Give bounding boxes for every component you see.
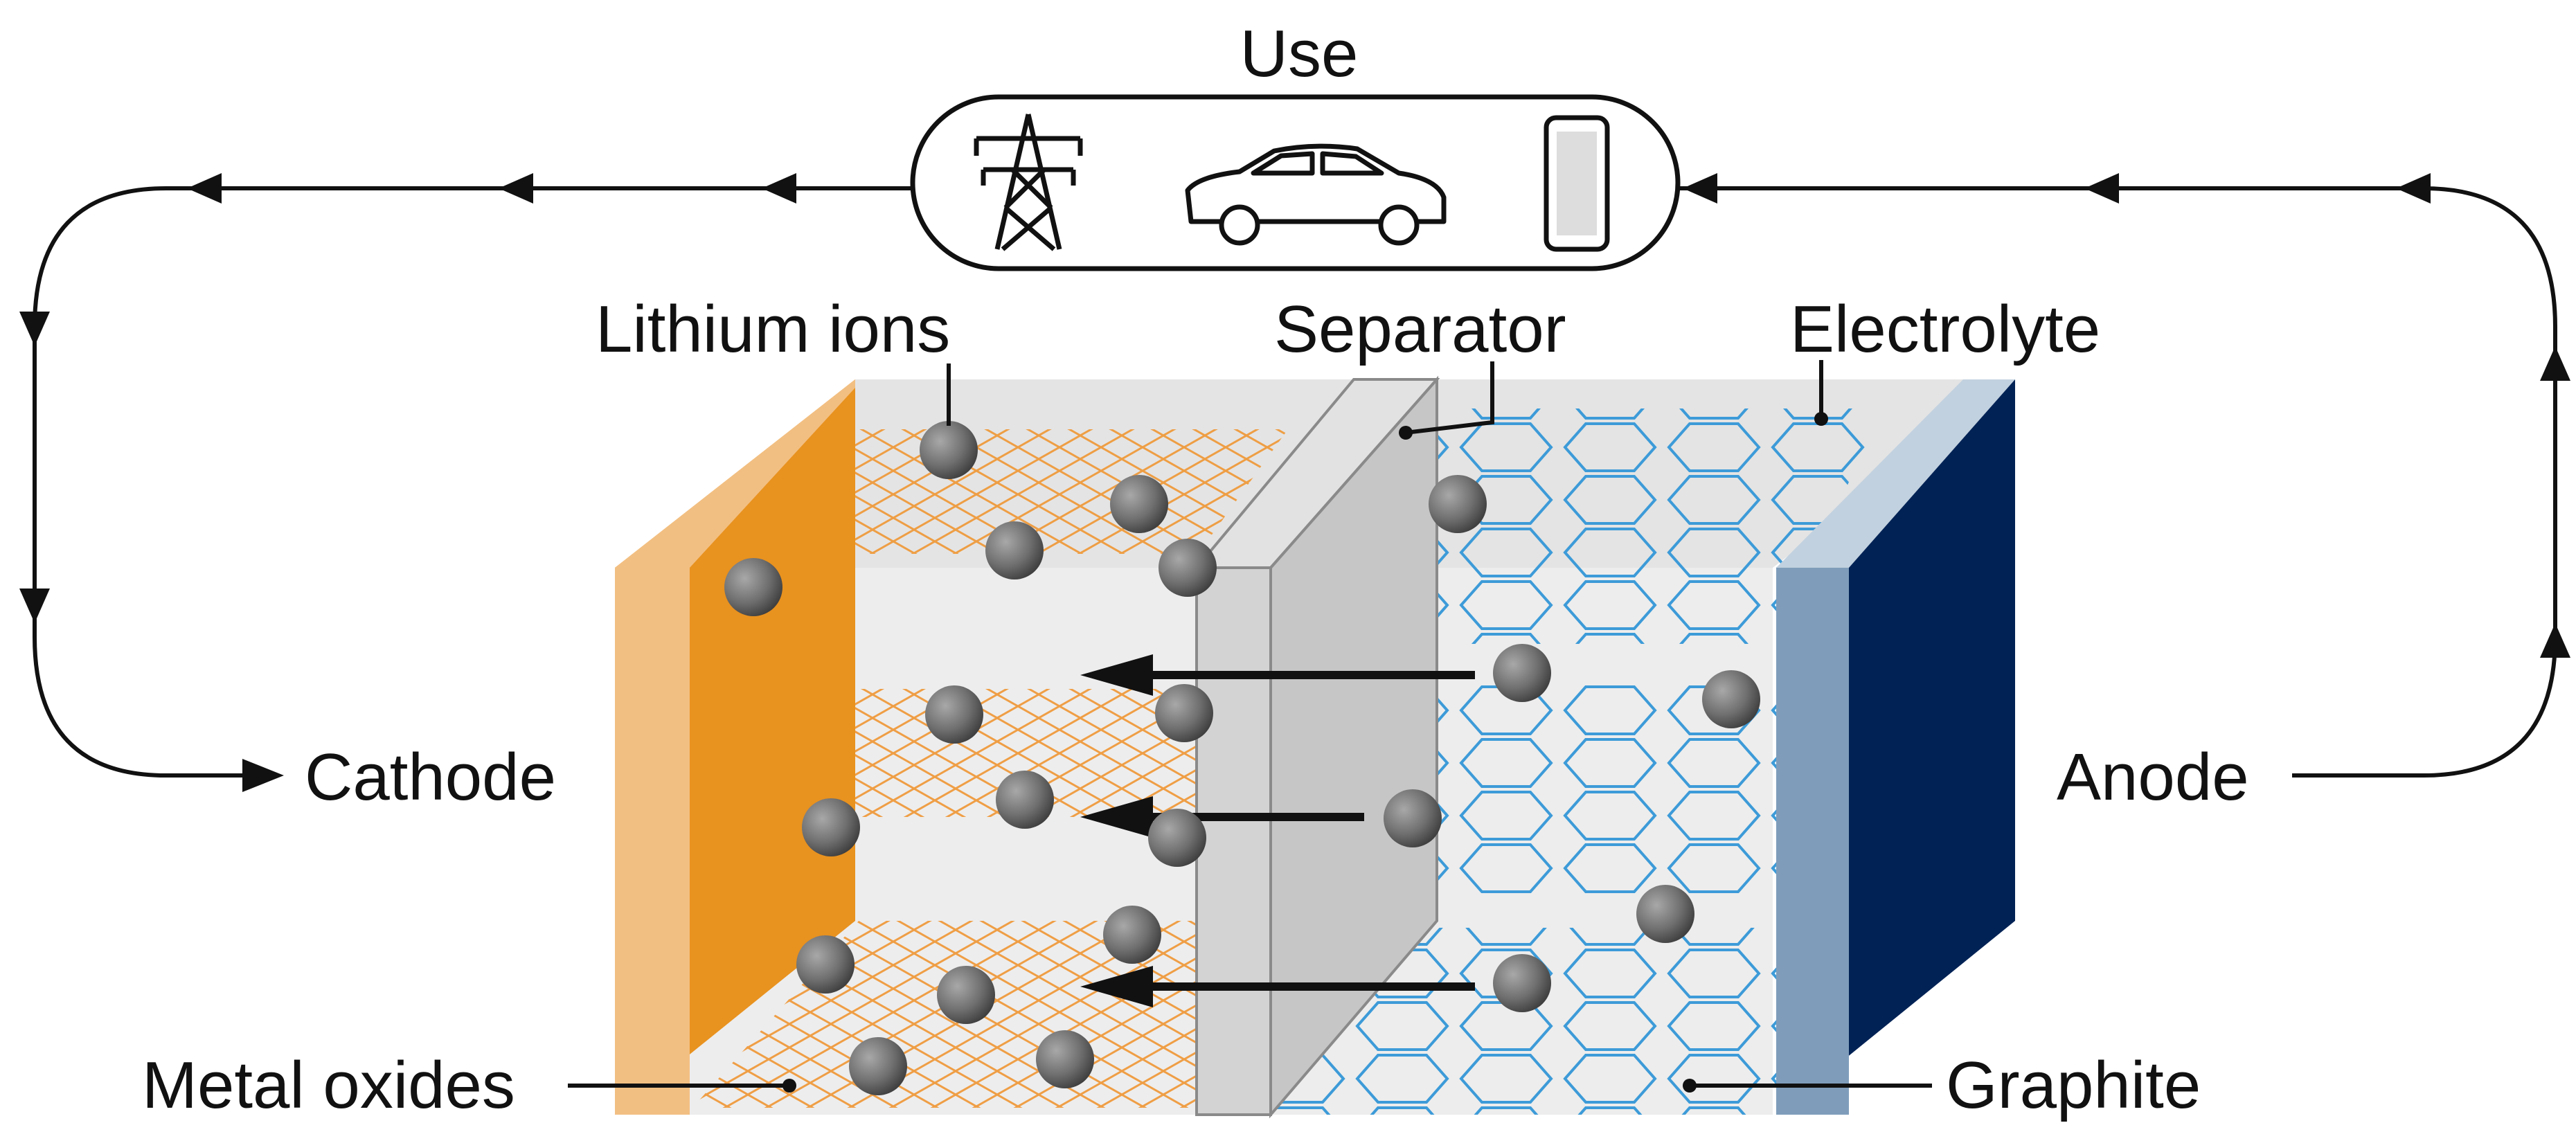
lithium-ion [1036, 1030, 1094, 1088]
lithium-ion [985, 521, 1044, 580]
graphite-label: Graphite [1946, 1048, 2201, 1122]
metal-oxides-label: Metal oxides [142, 1048, 515, 1122]
lithium-ion [920, 421, 978, 479]
circuit-wire [33, 186, 2557, 778]
lithium-ion [996, 771, 1054, 829]
anode-label: Anode [2057, 740, 2249, 814]
lithium-ion [1155, 684, 1213, 742]
lithium-ion [1159, 539, 1217, 597]
lithium-ion [925, 685, 983, 744]
lithium-ion [1384, 789, 1442, 847]
lithium-ions [724, 421, 1760, 1095]
separator-label: Separator [1274, 292, 1566, 366]
lithium-ion [1110, 475, 1168, 533]
current-arrows [19, 173, 2570, 792]
power-tower-icon [974, 114, 1083, 251]
lithium-ion [796, 935, 855, 994]
callout-lines [568, 360, 1932, 1093]
lithium-ion [1702, 670, 1760, 728]
lithium-ion [1636, 885, 1694, 943]
lithium-ions-label: Lithium ions [596, 292, 950, 366]
lithium-ion [849, 1037, 907, 1095]
electrolyte-label: Electrolyte [1790, 292, 2100, 366]
lithium-ion [1429, 475, 1487, 533]
use-label: Use [1240, 17, 1359, 91]
cathode-label: Cathode [305, 740, 556, 814]
lithium-ion [1148, 809, 1206, 867]
lithium-ion [1493, 644, 1551, 702]
lithium-ion [1103, 906, 1161, 964]
lithium-ion [724, 558, 782, 616]
separator-plate [1193, 375, 1440, 1119]
battery-cell [615, 375, 2015, 1119]
cathode-plate [615, 379, 855, 1115]
anode-plate [1776, 379, 2015, 1115]
phone-icon [1544, 115, 1610, 252]
lithium-ion [802, 798, 860, 856]
car-icon [1185, 143, 1447, 246]
lithium-ion [1493, 954, 1551, 1012]
use-box: Use [910, 17, 1681, 271]
lithium-ion [937, 966, 995, 1024]
